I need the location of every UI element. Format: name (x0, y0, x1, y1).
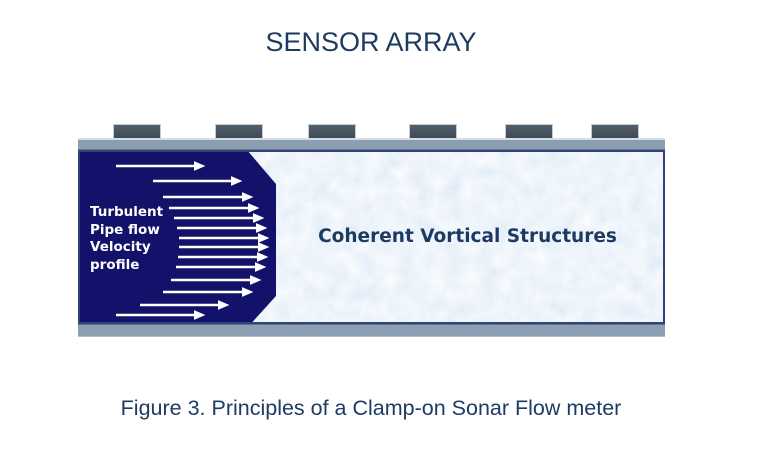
flow-label-line: profile (90, 256, 140, 273)
vortical-structures-label: Coherent Vortical Structures (318, 226, 617, 247)
velocity-arrows (116, 161, 270, 320)
sensor-array (78, 124, 665, 138)
sensor-block (591, 124, 639, 138)
sensor-block (505, 124, 553, 138)
pipe-wall-bottom (78, 324, 665, 337)
pipe-interior: Coherent Vortical Structures Turbulent P… (78, 150, 665, 324)
flow-label-line: Turbulent (90, 204, 164, 220)
figure-title: SENSOR ARRAY (265, 27, 477, 57)
figure-caption: Figure 3. Principles of a Clamp-on Sonar… (120, 396, 622, 420)
sensor-block (113, 124, 161, 138)
flow-label-line: Pipe flow (90, 221, 160, 238)
flow-profile-label: Turbulent Pipe flow Velocity profile (90, 204, 163, 274)
pipe-diagram: Coherent Vortical Structures Turbulent P… (78, 124, 665, 337)
flow-label-line: Velocity (90, 239, 151, 256)
sensor-block (409, 124, 457, 138)
pipe-wall-top (78, 138, 665, 150)
sensor-block (215, 124, 263, 138)
sensor-block (308, 124, 356, 138)
